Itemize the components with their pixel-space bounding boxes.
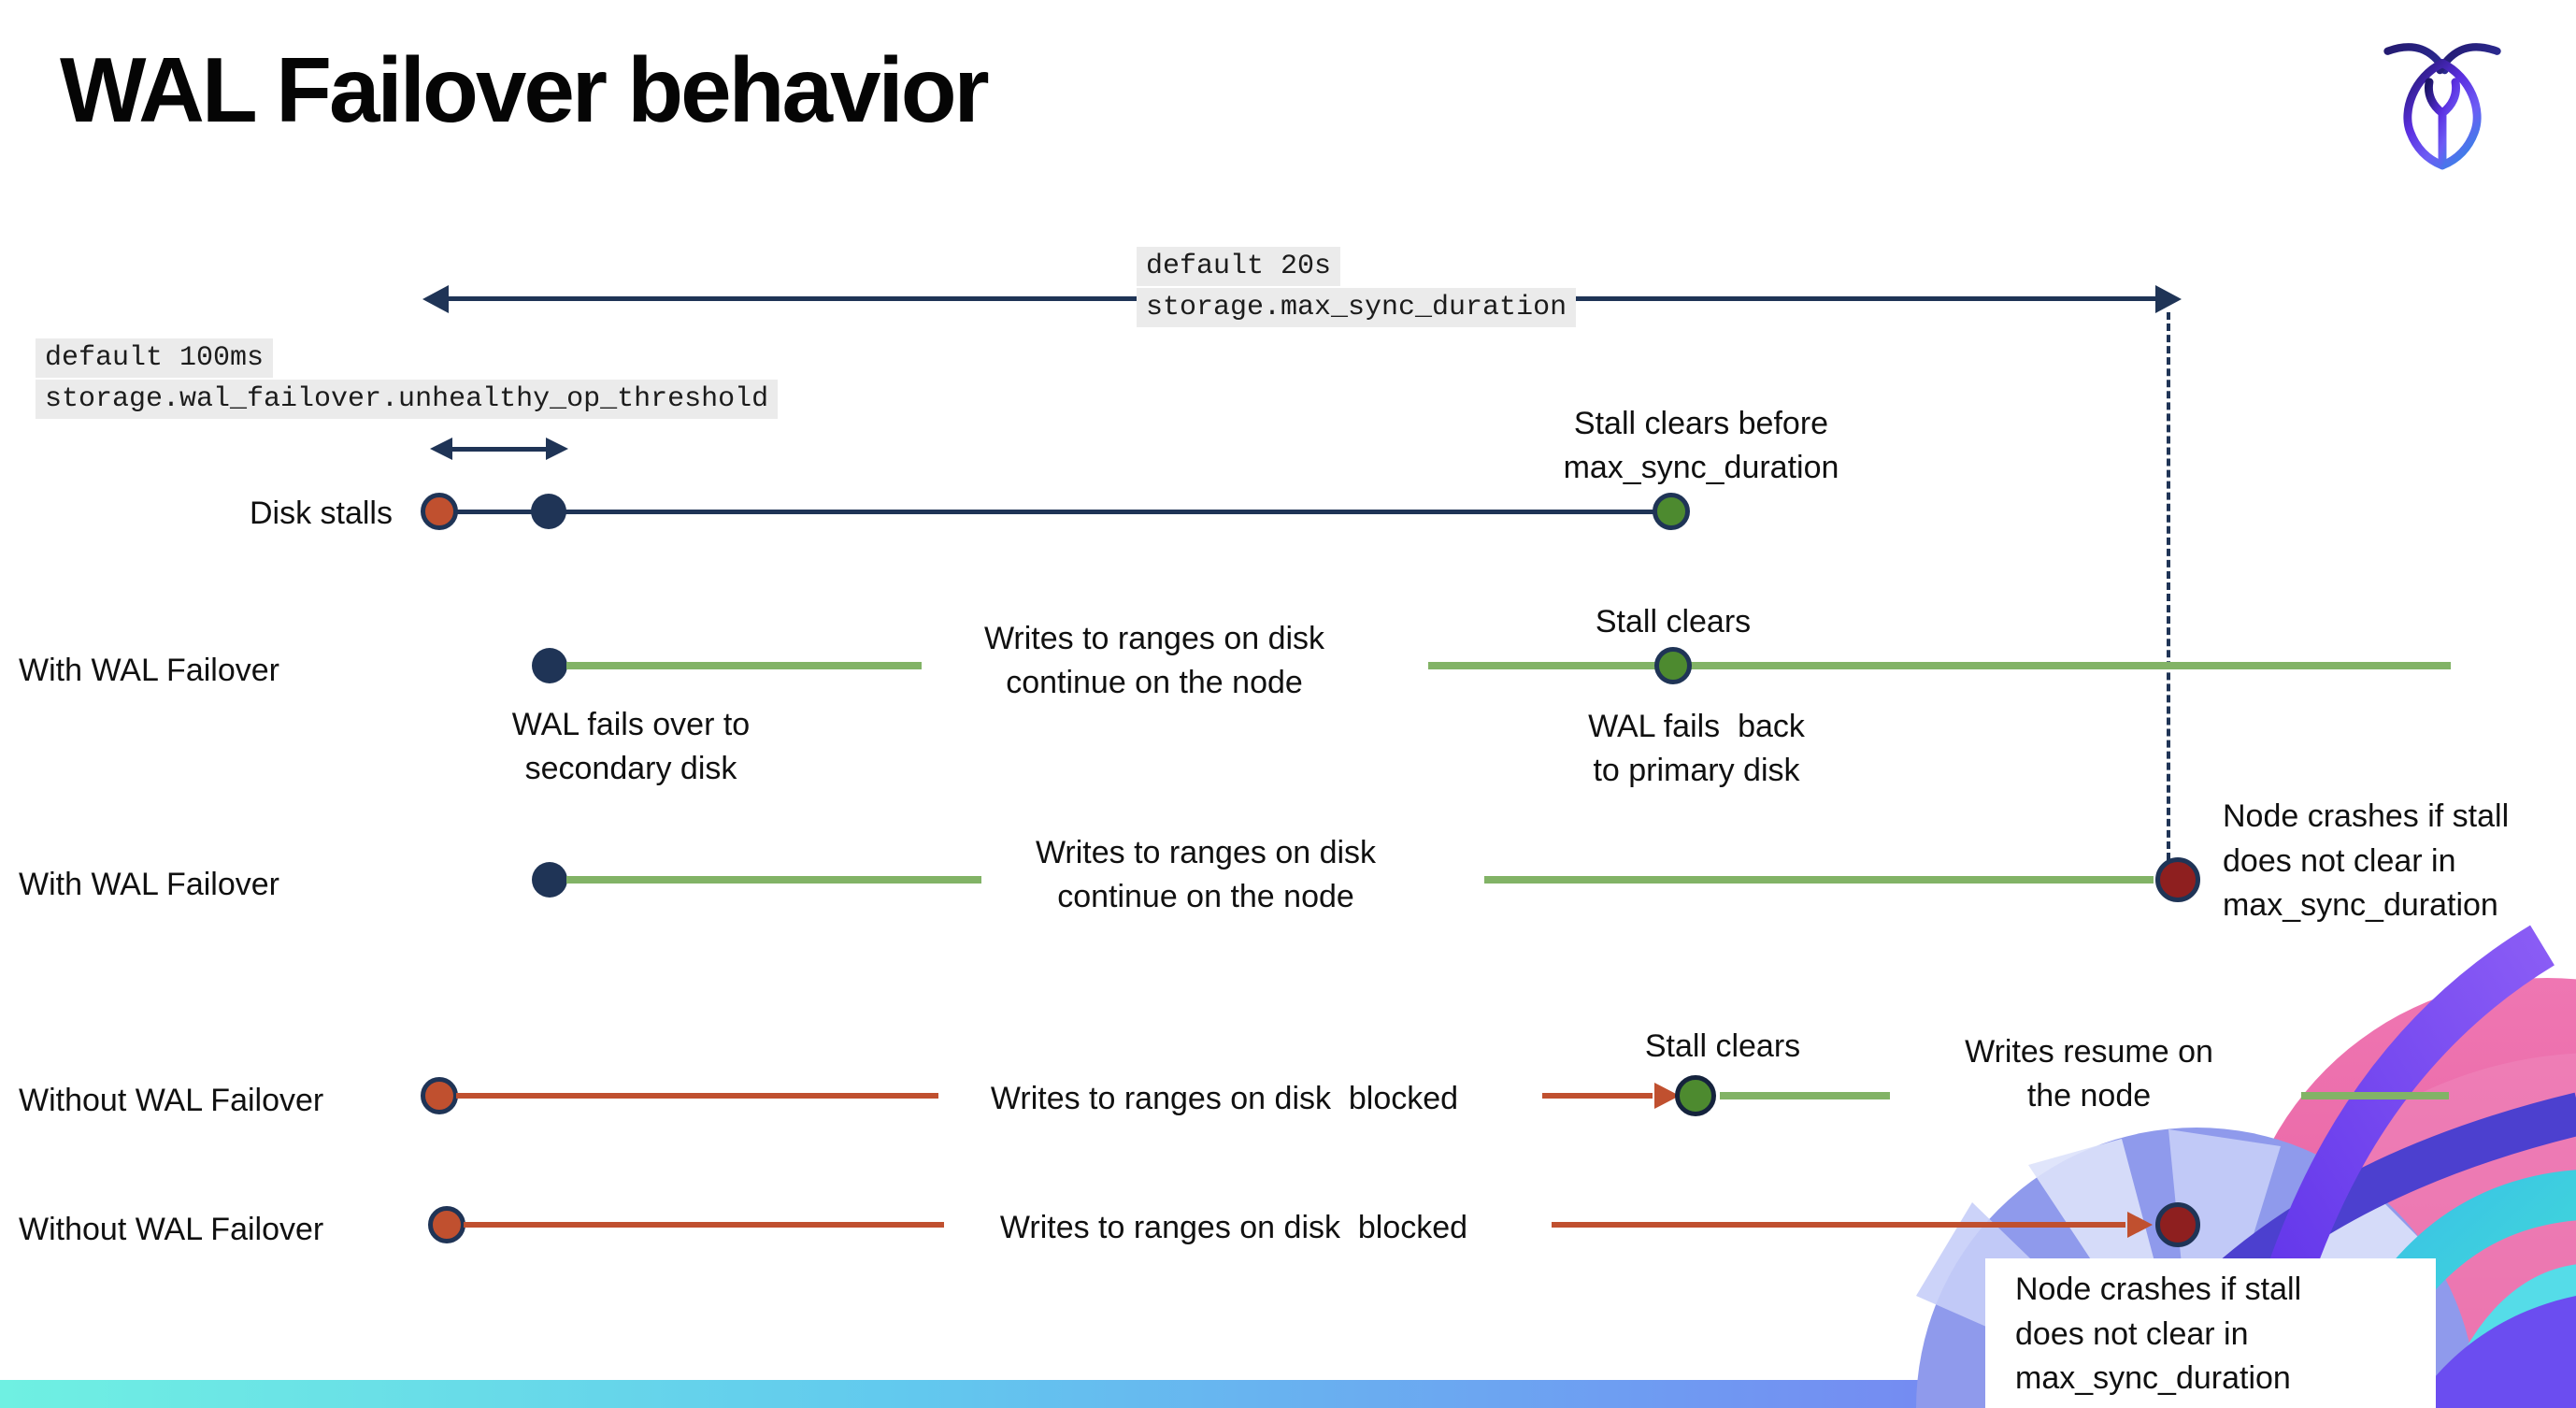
cockroachdb-logo-icon — [2383, 43, 2501, 170]
node-crash-marker — [2155, 1202, 2200, 1247]
writes-blocked-label: Writes to ranges on disk blocked — [990, 1081, 1459, 1116]
stall-clears-label: Stall clears — [1644, 1028, 1801, 1064]
wal-fails-back-label: WAL fails back to primary disk — [1588, 709, 1805, 788]
writes-blocked-label: Writes to ranges on disk blocked — [999, 1210, 1468, 1245]
row-label-without-wal-failover-2: Without WAL Failover — [19, 1212, 324, 1247]
writes-resume-line — [2301, 1092, 2449, 1099]
threshold-default-label: default 100ms — [36, 338, 274, 378]
row-label-with-wal-failover-2: With WAL Failover — [19, 867, 279, 902]
stall-start-marker — [421, 1077, 458, 1114]
writes-blocked-line — [464, 1222, 944, 1228]
max-sync-default-label: default 20s — [1137, 247, 1341, 286]
page-title: WAL Failover behavior — [60, 38, 990, 141]
row-label-disk-stalls: Disk stalls — [249, 496, 393, 531]
node-crash-label: Node crashes if stall does not clear in … — [2015, 1272, 2302, 1397]
threshold-setting-name: storage.wal_failover.unhealthy_op_thresh… — [36, 380, 779, 419]
stall-clears-label: Stall clears — [1595, 604, 1752, 639]
threshold-reached-marker — [531, 494, 566, 529]
writes-continue-line — [1428, 662, 2451, 669]
arrowhead-right-icon — [546, 438, 568, 460]
writes-blocked-line — [1552, 1222, 2125, 1228]
failover-marker — [532, 648, 567, 683]
stall-clears-marker — [1653, 493, 1690, 530]
writes-resume-label: Writes resume on the node — [1965, 1034, 2213, 1113]
arrowhead-right-icon — [2155, 285, 2182, 313]
stall-clears-before-label: Stall clears before max_sync_duration — [1563, 406, 1839, 485]
wal-fails-over-label: WAL fails over to secondary disk — [511, 707, 751, 786]
writes-blocked-line — [1542, 1093, 1653, 1099]
arrowhead-left-icon — [422, 285, 449, 313]
stall-clears-marker — [1675, 1075, 1716, 1116]
row-label-with-wal-failover-1: With WAL Failover — [19, 653, 279, 688]
writes-resume-line — [1720, 1092, 1890, 1099]
writes-continue-line — [566, 662, 922, 669]
disk-stalls-timeline — [439, 510, 1671, 514]
node-crash-marker — [2155, 857, 2200, 902]
arrowhead-right-icon — [2127, 1212, 2153, 1238]
max-sync-setting-name: storage.max_sync_duration — [1137, 288, 1577, 327]
writes-continue-label: Writes to ranges on disk continue on the… — [983, 621, 1325, 700]
max-sync-deadline-dashed-line — [2167, 312, 2170, 860]
failover-marker — [532, 862, 567, 898]
row-label-without-wal-failover-1: Without WAL Failover — [19, 1083, 324, 1118]
writes-continue-line — [1484, 876, 2154, 884]
writes-continue-line — [566, 876, 981, 884]
threshold-span-line — [449, 447, 550, 452]
writes-blocked-line — [456, 1093, 938, 1099]
writes-continue-label: Writes to ranges on disk continue on the… — [1035, 835, 1377, 914]
arrowhead-left-icon — [430, 438, 452, 460]
stall-start-marker — [421, 493, 458, 530]
node-crash-callout-card — [1985, 1258, 2436, 1408]
stall-start-marker — [428, 1206, 465, 1243]
stall-clears-marker — [1654, 647, 1692, 684]
node-crash-label: Node crashes if stall does not clear in … — [2223, 798, 2510, 924]
